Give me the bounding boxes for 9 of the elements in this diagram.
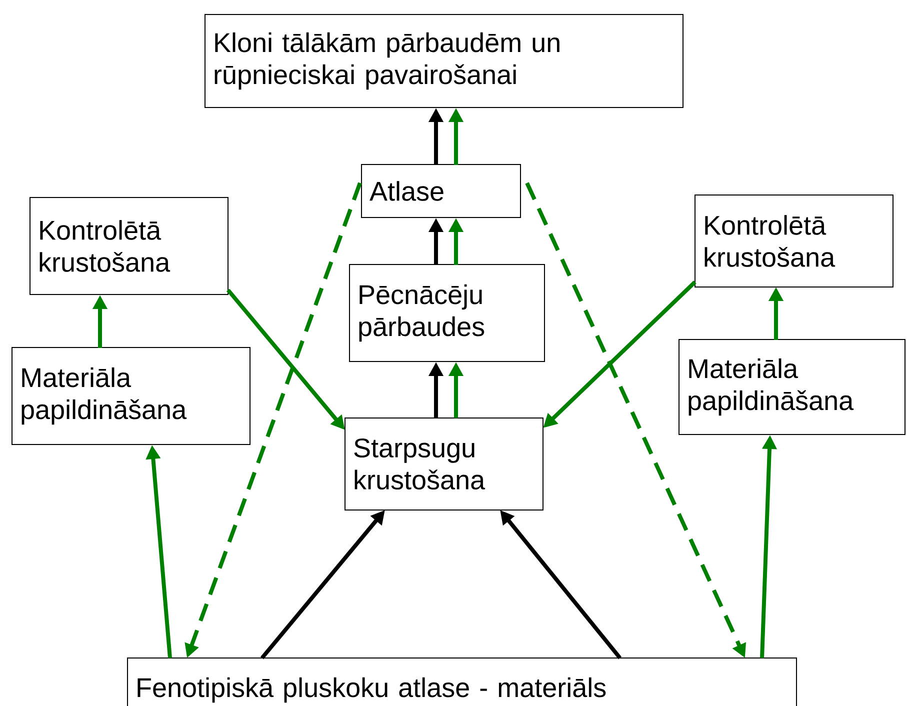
process-box: Starpsugu krustošana bbox=[344, 418, 544, 510]
process-box: Materiāla papildināšana bbox=[678, 339, 906, 435]
process-box: Kontrolētā krustošana bbox=[30, 197, 228, 295]
process-box: Materiāla papildināšana bbox=[12, 347, 250, 445]
process-box: Kloni tālākām pārbaudēm un rūpnieciskai pavairošanai bbox=[204, 14, 684, 108]
process-box: Kontrolētā krustošana bbox=[694, 194, 894, 288]
process-box: Fenotipiskā pluskoku atlase - materiāls bbox=[127, 658, 797, 706]
process-box: Atlase bbox=[361, 164, 521, 218]
process-box: Pēcnācēju pārbaudes bbox=[349, 264, 545, 362]
